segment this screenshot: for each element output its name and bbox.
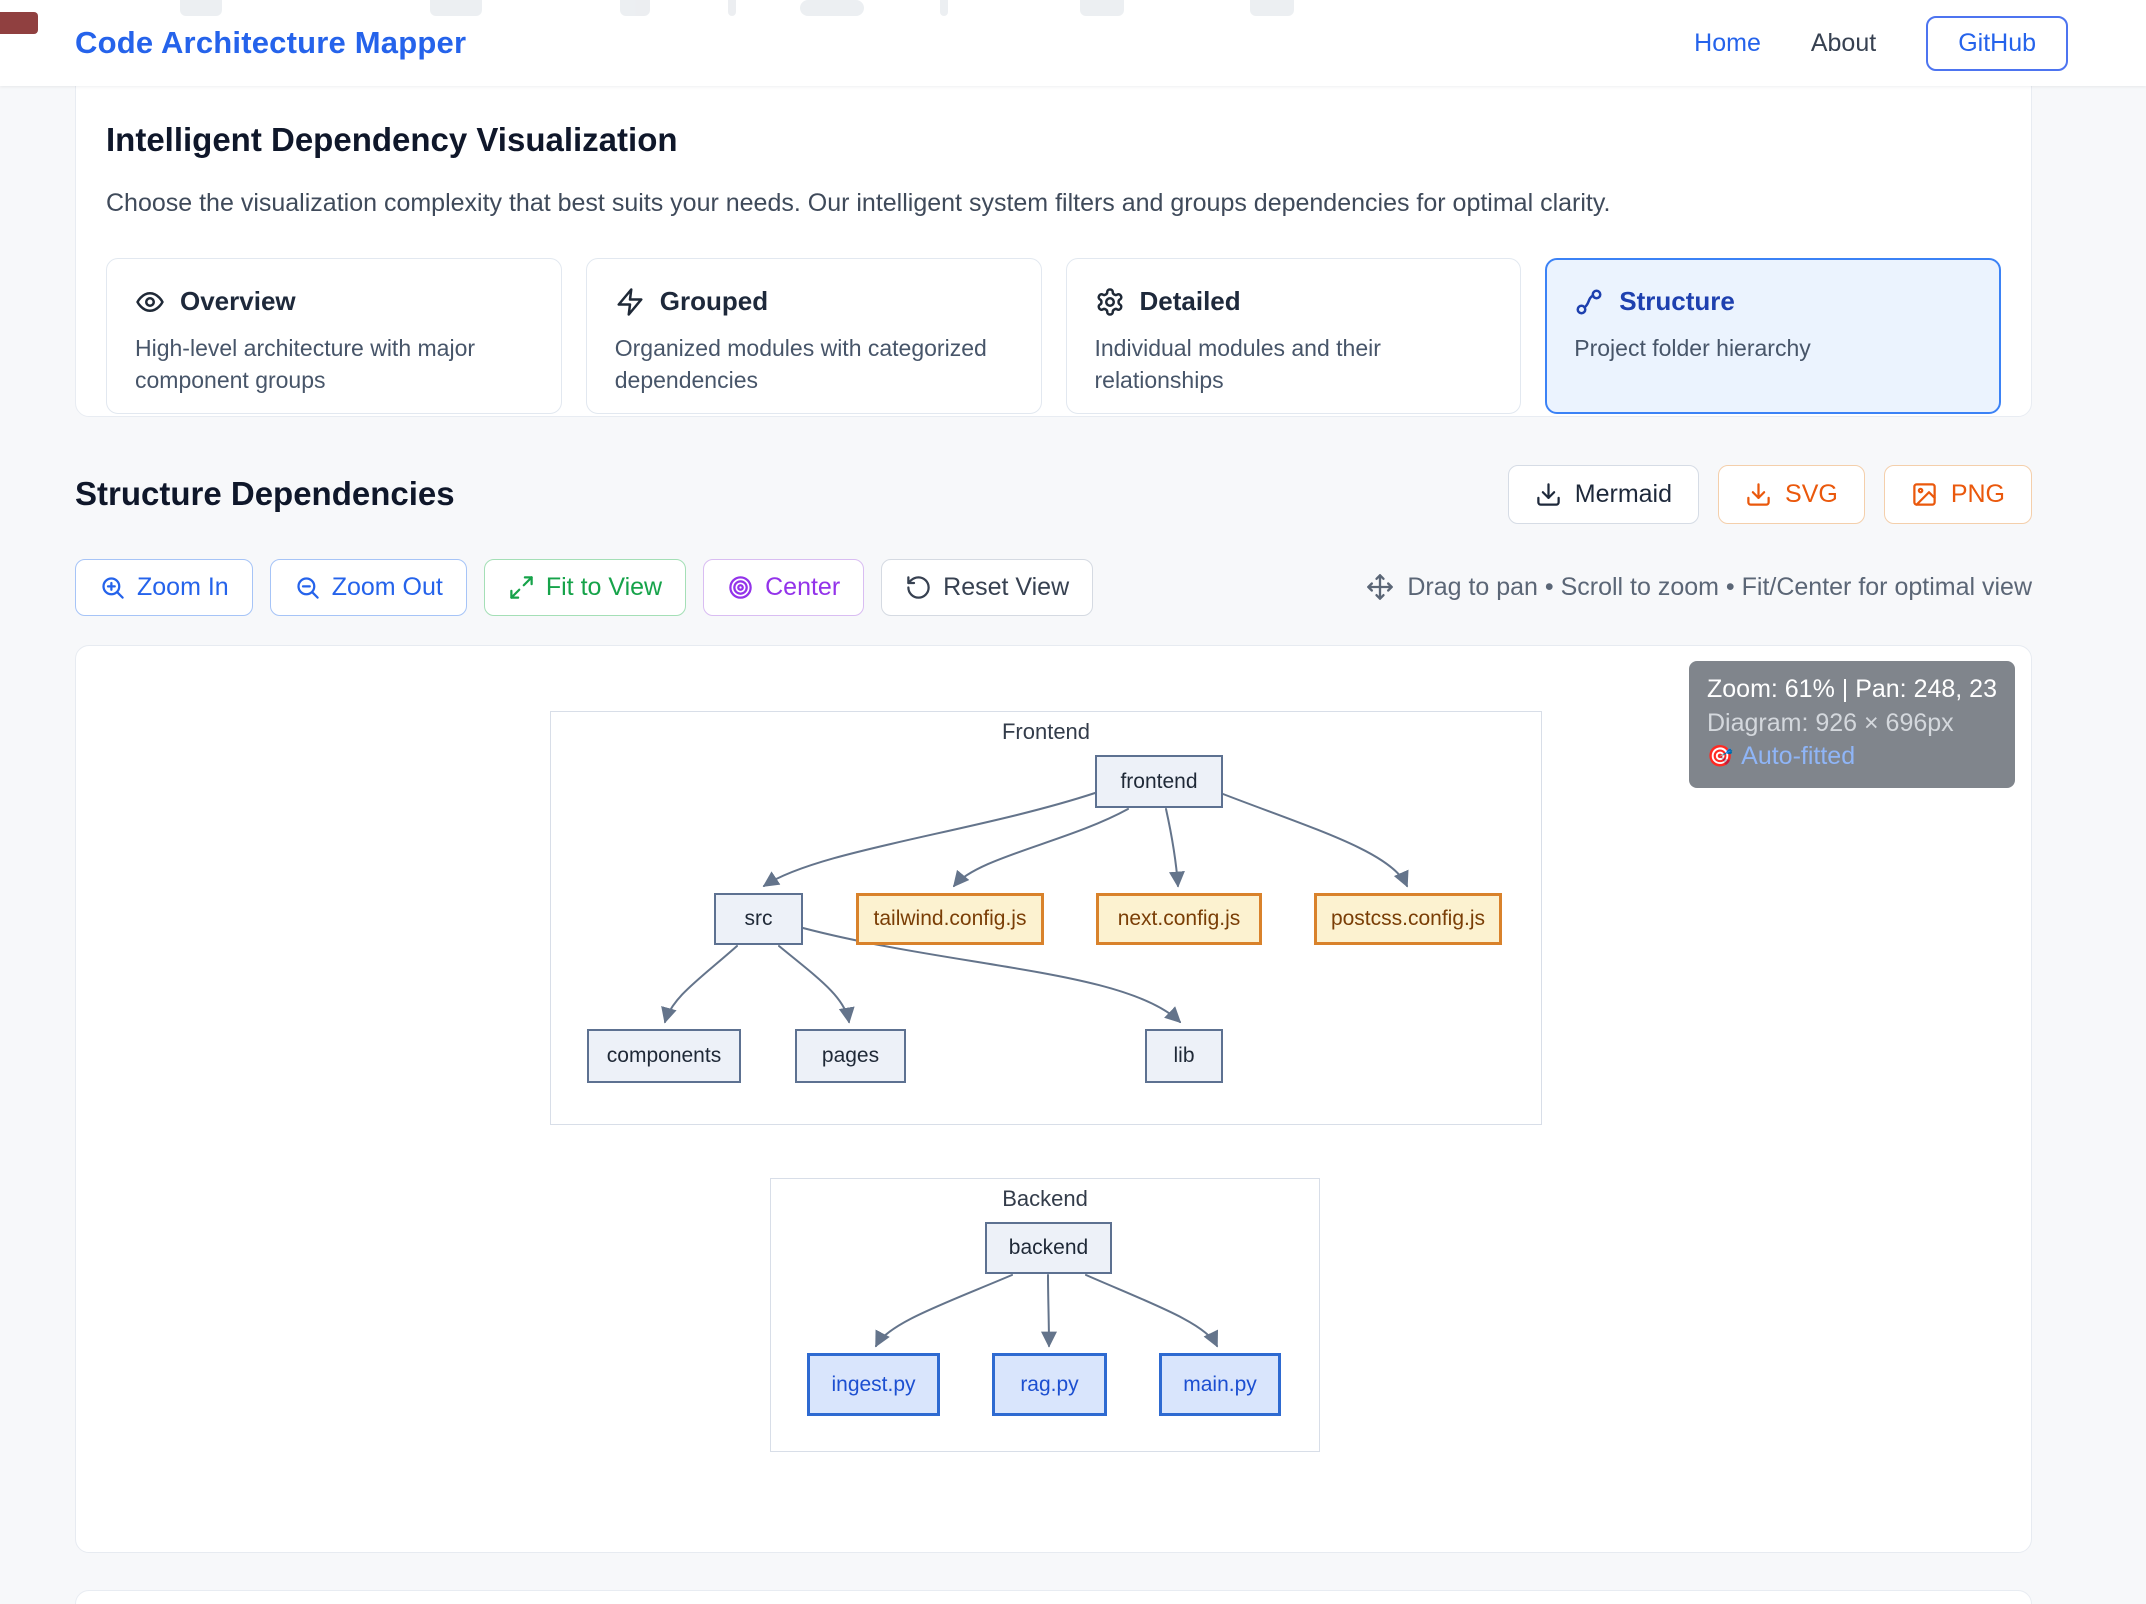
diagram-canvas[interactable]: Zoom: 61% | Pan: 248, 23 Diagram: 926 × …	[75, 645, 2032, 1553]
export-png-button[interactable]: PNG	[1883, 464, 2032, 524]
download-icon	[1747, 482, 1770, 506]
maximize-icon	[510, 575, 533, 599]
move-icon	[1367, 574, 1394, 600]
panel-title: Intelligent Dependency Visualization	[106, 121, 678, 158]
diagram-toolbar: Zoom In Zoom Out Fit to View Center Rese…	[75, 556, 2032, 618]
mode-options: Overview High-level architecture with ma…	[106, 258, 2001, 414]
gear-icon	[1095, 287, 1125, 317]
mode-card-grouped[interactable]: Grouped Organized modules with categoriz…	[585, 258, 1042, 414]
header-nav: Home About GitHub	[1694, 15, 2068, 71]
app-header: Code Architecture Mapper Home About GitH…	[0, 0, 2146, 86]
diagram-node-pages: pages	[795, 1029, 906, 1083]
mode-label: Overview	[180, 286, 296, 316]
image-icon	[1913, 482, 1936, 506]
zoom-in-button[interactable]: Zoom In	[75, 558, 253, 616]
export-mermaid-button[interactable]: Mermaid	[1507, 464, 1700, 524]
zoom-out-button[interactable]: Zoom Out	[269, 558, 467, 616]
next-section-card-peek	[75, 1590, 2032, 1604]
zoom-in-icon	[102, 576, 124, 599]
eye-icon	[135, 287, 165, 317]
subgraph-title: Frontend	[1001, 719, 1091, 744]
rotate-ccw-icon	[907, 575, 930, 599]
zoom-out-icon	[297, 576, 319, 599]
faded-toast-remnant	[120, 0, 1520, 20]
mode-label: Structure	[1619, 286, 1735, 316]
export-buttons: Mermaid SVG PNG	[1507, 464, 2032, 524]
mode-label: Grouped	[659, 286, 769, 316]
diagram-node-backend: backend	[985, 1222, 1112, 1274]
app-title[interactable]: Code Architecture Mapper	[75, 25, 467, 60]
zap-icon	[615, 287, 645, 317]
diagram-node-lib: lib	[1145, 1029, 1223, 1083]
diagram-node-src: src	[714, 893, 803, 945]
panel-subtitle: Choose the visualization complexity that…	[106, 189, 1611, 217]
download-icon	[1537, 482, 1560, 506]
export-svg-button[interactable]: SVG	[1718, 464, 1865, 524]
reset-view-button[interactable]: Reset View	[881, 558, 1094, 616]
mode-label: Detailed	[1139, 286, 1241, 316]
diagram-node-components: components	[587, 1029, 741, 1083]
mode-card-overview[interactable]: Overview High-level architecture with ma…	[106, 258, 562, 414]
subgraph-title: Backend	[1002, 1186, 1088, 1211]
github-button[interactable]: GitHub	[1926, 15, 2068, 71]
diagram-node-frontend: frontend	[1095, 755, 1223, 808]
center-button[interactable]: Center	[703, 558, 865, 616]
mode-description: Project folder hierarchy	[1574, 335, 1811, 361]
target-emoji-icon: 🎯	[1706, 744, 1734, 768]
zoom-pan-readout: Zoom: 61% | Pan: 248, 23	[1706, 675, 1997, 703]
nav-link-about[interactable]: About	[1810, 28, 1877, 57]
pan-zoom-hint: Drag to pan • Scroll to zoom • Fit/Cente…	[1366, 573, 2032, 602]
diagram-node-ingest-py: ingest.py	[807, 1353, 940, 1416]
target-icon	[729, 575, 752, 599]
waypoints-icon	[1574, 287, 1604, 317]
mode-description: High-level architecture with major compo…	[135, 335, 476, 393]
fit-to-view-button[interactable]: Fit to View	[483, 558, 687, 616]
mode-card-structure-selected[interactable]: Structure Project folder hierarchy	[1545, 258, 2001, 414]
nav-link-home[interactable]: Home	[1694, 28, 1761, 57]
diagram-node-tailwind-config: tailwind.config.js	[856, 893, 1044, 945]
diagram-edges	[661, 792, 1409, 1348]
section-title: Structure Dependencies	[75, 475, 455, 512]
diagram-node-rag-py: rag.py	[992, 1353, 1107, 1416]
diagram-size-readout: Diagram: 926 × 696px	[1706, 708, 1954, 737]
diagram-node-next-config: next.config.js	[1096, 893, 1262, 945]
diagram-node-main-py: main.py	[1159, 1353, 1281, 1416]
mode-description: Organized modules with categorized depen…	[614, 335, 987, 393]
zoom-status-overlay: Zoom: 61% | Pan: 248, 23 Diagram: 926 × …	[1688, 661, 2015, 788]
mode-card-detailed[interactable]: Detailed Individual modules and their re…	[1065, 258, 1522, 414]
diagram-node-postcss-config: postcss.config.js	[1314, 893, 1502, 945]
mode-description: Individual modules and their relationshi…	[1094, 335, 1381, 393]
top-left-red-artifact	[0, 12, 38, 34]
visualization-mode-panel: Intelligent Dependency Visualization Cho…	[75, 58, 2032, 417]
fit-status: 🎯 Auto-fitted	[1706, 742, 1856, 770]
section-header: Structure Dependencies Mermaid SVG PNG	[75, 462, 2032, 526]
